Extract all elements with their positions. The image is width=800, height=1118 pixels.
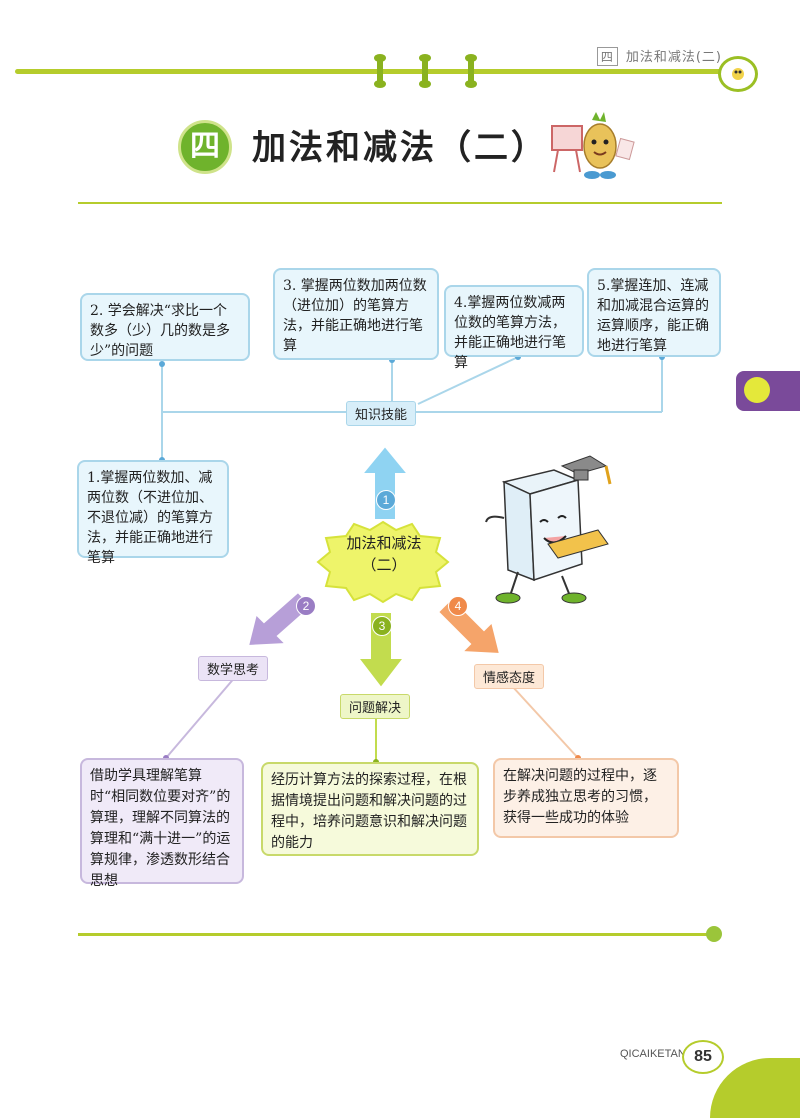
mascot-icon [718,56,758,92]
mindmap-center: 加法和减法 （二） [338,532,430,576]
knowledge-item: 2. 学会解决“求比一个数多（少）几的数是多少”的问题 [80,293,250,361]
running-head-title: 加法和减法(二) [625,50,722,65]
footer-rule [78,933,718,936]
header-rule [15,69,735,74]
branch-number: 1 [376,490,396,510]
knowledge-item: 1.掌握两位数加、减两位数（不进位加、不退位减）的笔算方法，并能正确地进行笔算 [77,460,229,566]
book-mascot-icon [478,452,618,608]
center-line-1: 加法和减法 [346,534,422,552]
binder-pin [465,54,477,88]
knowledge-item: 4.掌握两位数减两位数的笔算方法，并能正确地进行笔算 [444,285,584,371]
math-thinking-label: 数学思考 [198,656,269,681]
problem-solving-box: 经历计算方法的探索过程，在根据情境提出问题和解决问题的过程中，培养问题意识和解决… [261,762,479,856]
footer-dot [706,926,722,942]
branch-number: 3 [372,616,392,636]
running-head: 四加法和减法(二) [596,46,722,66]
page-number: 85 [682,1040,724,1074]
title-rule [78,202,722,204]
attitude-label: 情感态度 [474,664,545,689]
page-title: 加法和减法（二） [252,128,548,168]
chapter-side-tab[interactable] [736,371,800,411]
branch-number: 4 [448,596,468,616]
branch-number: 2 [296,596,316,616]
problem-solving-label: 问题解决 [340,694,411,719]
chapter-badge: 四 [178,120,232,174]
knowledge-skills-label: 知识技能 [346,401,417,426]
attitude-box: 在解决问题的过程中，逐步养成独立思考的习惯，获得一些成功的体验 [493,758,679,838]
center-line-2: （二） [361,556,407,574]
binder-pin [374,54,386,88]
running-head-chapter-num: 四 [596,47,618,66]
frog-icon [744,377,770,403]
knowledge-item: 3. 掌握两位数加两位数（进位加）的笔算方法，并能正确地进行笔算 [273,268,439,360]
mindmap-connectors [159,354,665,765]
binder-pin [419,54,431,88]
footer-brand: QICAIKETANG [620,1048,695,1060]
math-thinking-box: 借助学具理解笔算时“相同数位要对齐”的算理，理解不同算法的算理和“满十进一”的运… [80,758,244,889]
pineapple-mascot-icon [548,112,638,182]
knowledge-item: 5.掌握连加、连减和加减混合运算的运算顺序，能正确地进行笔算 [587,268,721,357]
